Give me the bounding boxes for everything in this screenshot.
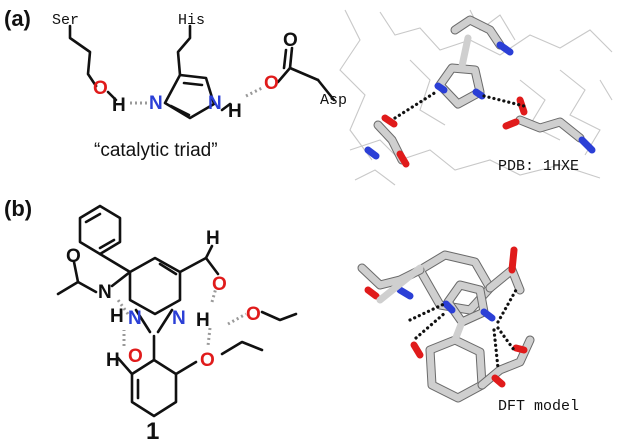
panel-b-structure: H O O N H N N H O O H O (56, 204, 298, 418)
atom-o-asp: O (264, 73, 279, 94)
atom-n-imidazole-right: N (172, 308, 186, 329)
atom-o-carbonyl: O (283, 30, 298, 51)
atom-n-imidazole-left: N (128, 308, 142, 329)
atom-o-ether: O (200, 350, 215, 371)
atom-o-right: O (246, 304, 261, 325)
panel-a-protein-render (339, 9, 613, 186)
atom-o-ser: O (93, 78, 108, 99)
dft-model-label: DFT model (498, 398, 580, 415)
atom-n-amide: N (98, 282, 112, 303)
residue-asp-label: Asp (320, 92, 348, 109)
compound-number: 1 (146, 418, 160, 445)
atom-o-aldehyde: O (212, 274, 227, 295)
atom-h-ser: H (112, 95, 126, 116)
residue-ser: Ser (52, 12, 79, 29)
catalytic-triad-caption: “catalytic triad” (94, 140, 218, 161)
atom-h-amide: H (110, 306, 124, 327)
residue-his: His (178, 12, 205, 29)
atom-o-amide: O (66, 246, 81, 267)
atom-h-his: H (228, 101, 242, 122)
atom-h-oh: H (106, 350, 120, 371)
atom-n-his-left: N (149, 93, 163, 114)
atom-n-his-right: N (208, 93, 222, 114)
panel-a-label: (a) (4, 6, 31, 31)
panel-b-label: (b) (4, 196, 33, 221)
panel-a-structure: Ser His Asp O H N N H O O (52, 12, 336, 122)
atom-o-left: O (128, 346, 143, 367)
pdb-label: PDB: 1HXE (498, 158, 580, 175)
atom-h-nh: H (196, 310, 210, 331)
atom-h-aldehyde: H (206, 228, 220, 249)
